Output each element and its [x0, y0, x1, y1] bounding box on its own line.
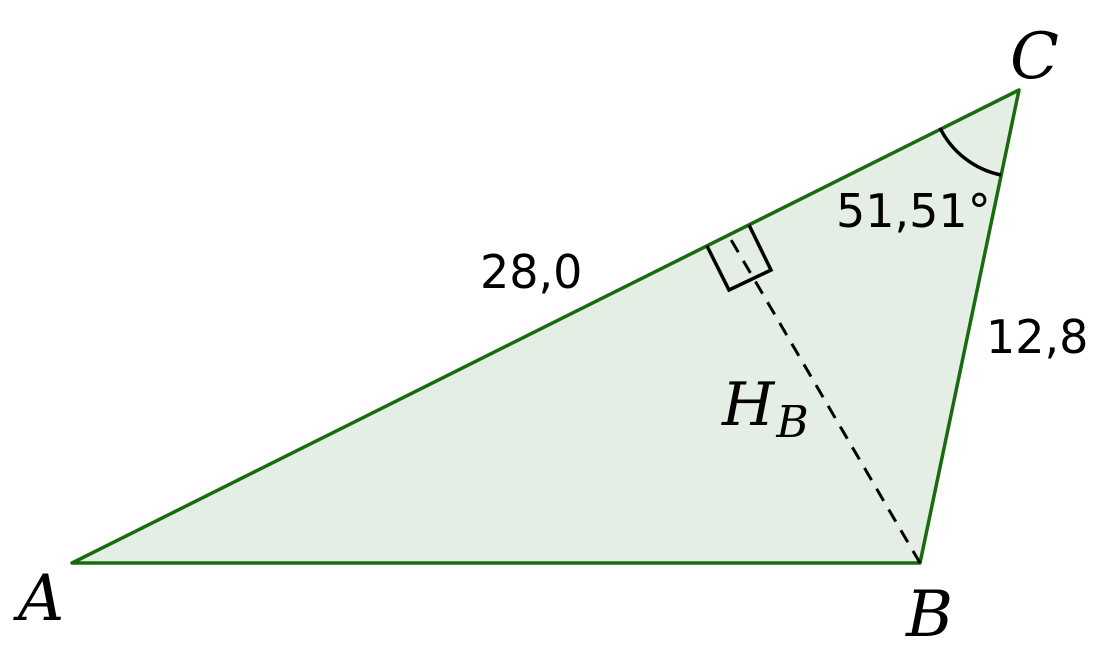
side-ac-length: 28,0	[480, 245, 582, 299]
altitude-hb-line	[728, 237, 922, 564]
vertex-label-c: C	[1010, 20, 1059, 94]
vertex-label-b: B	[905, 578, 953, 652]
altitude-label: HB	[721, 370, 809, 448]
side-bc-length: 12,8	[986, 310, 1088, 364]
angle-c-arc	[938, 127, 1002, 177]
vertex-label-a: A	[13, 562, 64, 636]
angle-c-value: 51,51°	[836, 184, 991, 238]
right-angle-marker	[705, 224, 774, 293]
altitude-label-main: H	[721, 370, 776, 440]
triangle-abc	[70, 88, 1021, 565]
altitude-label-sub: B	[775, 397, 808, 448]
